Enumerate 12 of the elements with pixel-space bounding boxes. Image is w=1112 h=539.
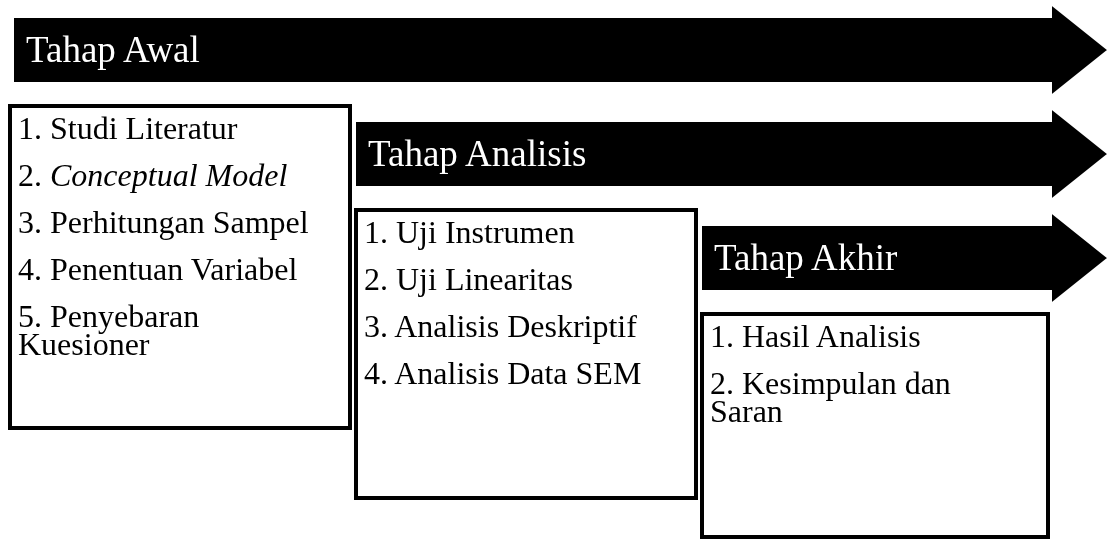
step-list-box (700, 312, 1050, 539)
list-item: 1. Hasil Analisis (710, 322, 921, 350)
list-item: 4. Penentuan Variabel (18, 255, 298, 283)
list-item: 1. Studi Literatur (18, 114, 238, 142)
step-list-box (8, 104, 352, 430)
stage-title: Tahap Analisis (368, 134, 587, 174)
step-list-box (354, 208, 698, 500)
stage-title: Tahap Akhir (714, 238, 898, 278)
list-item: 2. Kesimpulan dan Saran (710, 369, 952, 425)
list-item: 5. Penyebaran Kuesioner (18, 302, 201, 358)
stage-title: Tahap Awal (26, 30, 200, 70)
list-item: 4. Analisis Data SEM (364, 359, 642, 387)
